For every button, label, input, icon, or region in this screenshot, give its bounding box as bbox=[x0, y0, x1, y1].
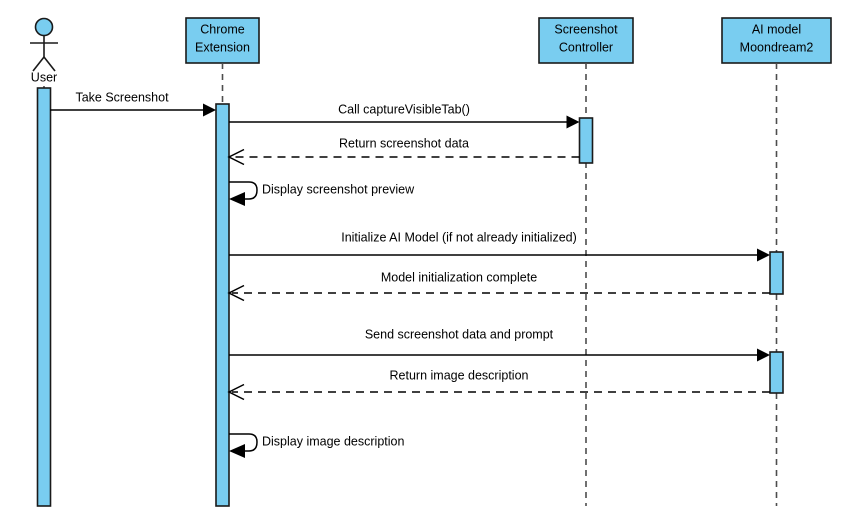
participant-box-ai-model bbox=[721, 17, 832, 64]
participant-label-chrome-extension-line2: Extension bbox=[195, 40, 250, 54]
participant-label-ai-model-line2: Moondream2 bbox=[740, 40, 814, 54]
arrowhead-display-image-description bbox=[229, 444, 245, 458]
participant-label-chrome-extension-line1: Chrome bbox=[200, 22, 245, 36]
message-label-take-screenshot: Take Screenshot bbox=[75, 90, 169, 104]
arrowhead-return-image-description bbox=[227, 383, 245, 401]
message-label-return-image-description: Return image description bbox=[390, 368, 529, 382]
arrowhead-model-initialization-complete bbox=[227, 284, 245, 302]
actor-head-icon bbox=[34, 17, 54, 37]
participant-label-screenshot-controller-line1: Screenshot bbox=[554, 22, 618, 36]
message-line-display-image-description bbox=[229, 433, 258, 452]
message-label-send-screenshot-data-and-prompt: Send screenshot data and prompt bbox=[365, 327, 554, 341]
actor-leg-right-icon bbox=[43, 56, 56, 72]
activation-bar-ai-model-init bbox=[769, 251, 784, 295]
message-label-call-capturevisibletab: Call captureVisibleTab() bbox=[338, 102, 470, 116]
message-label-return-screenshot-data: Return screenshot data bbox=[339, 136, 469, 150]
participant-label-screenshot-controller-line2: Controller bbox=[559, 40, 613, 54]
activation-bar-ai-model-infer bbox=[769, 351, 784, 394]
participant-label-ai-model-line1: AI model bbox=[752, 22, 801, 36]
message-display-screenshot-preview[interactable]: Display screenshot preview bbox=[229, 181, 415, 206]
arrowhead-send-screenshot-data-and-prompt bbox=[757, 348, 770, 362]
message-return-screenshot-data[interactable]: Return screenshot data bbox=[227, 136, 580, 166]
participant-box-screenshot-controller bbox=[538, 17, 634, 64]
participant-label-user: User bbox=[31, 70, 57, 84]
message-label-model-initialization-complete: Model initialization complete bbox=[381, 270, 537, 284]
participant-box-chrome-extension bbox=[185, 17, 260, 64]
participant-ai-model[interactable]: AI model Moondream2 bbox=[721, 17, 832, 64]
message-take-screenshot[interactable]: Take Screenshot bbox=[50, 90, 216, 117]
arrowhead-return-screenshot-data bbox=[227, 148, 245, 166]
message-send-screenshot-data-and-prompt[interactable]: Send screenshot data and prompt bbox=[229, 327, 770, 362]
message-label-display-screenshot-preview: Display screenshot preview bbox=[262, 182, 415, 196]
message-model-initialization-complete[interactable]: Model initialization complete bbox=[227, 270, 770, 302]
message-display-image-description[interactable]: Display image description bbox=[229, 433, 404, 458]
arrowhead-display-screenshot-preview bbox=[229, 192, 245, 206]
participant-user[interactable]: User bbox=[30, 17, 58, 85]
activation-bar-chrome-extension bbox=[215, 103, 230, 507]
message-return-image-description[interactable]: Return image description bbox=[227, 368, 770, 401]
arrowhead-initialize-ai-model bbox=[757, 248, 770, 262]
message-initialize-ai-model[interactable]: Initialize AI Model (if not already init… bbox=[229, 230, 770, 262]
message-label-display-image-description: Display image description bbox=[262, 434, 404, 448]
actor-leg-left-icon bbox=[32, 56, 45, 72]
arrowhead-take-screenshot bbox=[203, 103, 216, 117]
message-line-display-screenshot-preview bbox=[229, 181, 258, 200]
message-label-initialize-ai-model: Initialize AI Model (if not already init… bbox=[341, 230, 577, 244]
arrowhead-call-capturevisibletab bbox=[566, 115, 580, 129]
participant-chrome-extension[interactable]: Chrome Extension bbox=[185, 17, 260, 64]
activation-bar-screenshot-controller bbox=[578, 117, 594, 164]
message-call-capturevisibletab[interactable]: Call captureVisibleTab() bbox=[229, 102, 580, 129]
activation-bar-user bbox=[36, 87, 52, 507]
participant-screenshot-controller[interactable]: Screenshot Controller bbox=[538, 17, 634, 64]
